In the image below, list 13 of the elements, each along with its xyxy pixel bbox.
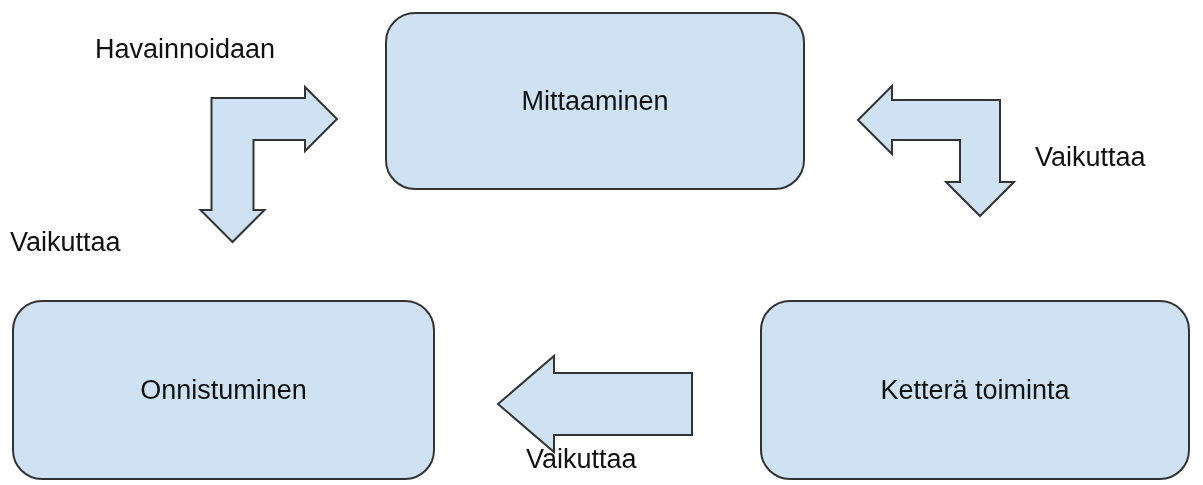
box-label: Mittaaminen — [521, 85, 669, 117]
arrow-label: Vaikuttaa — [10, 227, 121, 258]
edge-label: Vaikuttaa — [1035, 142, 1146, 173]
edge-label: Vaikuttaa — [526, 444, 637, 475]
box-label: Onnistuminen — [140, 374, 307, 406]
box-label: Ketterä toiminta — [880, 374, 1070, 406]
process-box — [385, 12, 805, 190]
block-arrow — [198, 84, 339, 244]
process-box — [760, 300, 1190, 480]
process-box — [12, 300, 435, 480]
edge-label: Havainnoidaan — [95, 34, 276, 65]
block-arrow — [856, 83, 1017, 218]
block-arrow — [496, 353, 693, 455]
